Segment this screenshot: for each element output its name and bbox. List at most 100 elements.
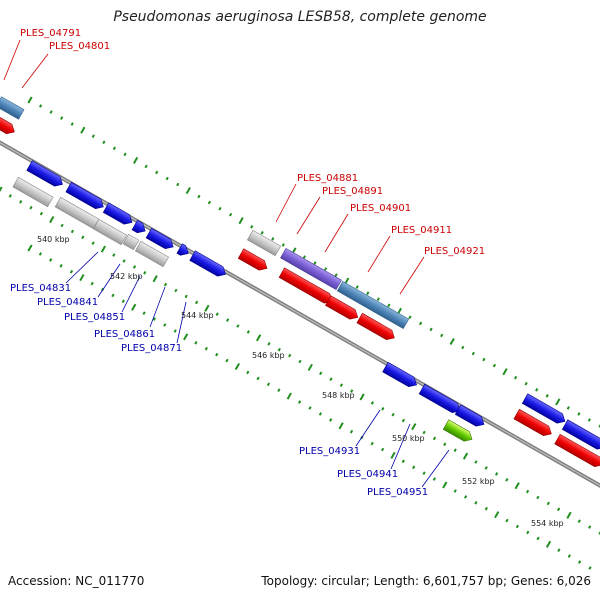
minor-tick — [429, 327, 433, 332]
gene-label[interactable]: PLES_04861 — [94, 329, 155, 340]
minor-tick — [163, 282, 168, 287]
misc-feature[interactable] — [442, 419, 475, 444]
minor-tick — [366, 291, 370, 295]
minor-tick — [19, 200, 23, 204]
gene-label[interactable]: PLES_04891 — [322, 186, 383, 197]
kbp-label: 544 kbp — [181, 311, 214, 320]
rna-gene[interactable] — [336, 280, 410, 330]
forward-gene[interactable] — [513, 408, 554, 438]
minor-tick — [29, 205, 33, 210]
reverse-gene[interactable] — [561, 419, 600, 452]
rna-gene[interactable] — [0, 96, 25, 120]
minor-tick — [225, 358, 229, 363]
gene-label[interactable]: PLES_04831 — [10, 283, 71, 294]
minor-tick — [525, 489, 530, 494]
minor-tick — [123, 152, 127, 157]
minor-tick — [318, 412, 323, 416]
kbp-label: 548 kbp — [322, 391, 355, 400]
minor-tick — [588, 525, 592, 529]
leader-line — [149, 286, 166, 328]
major-tick — [131, 303, 137, 311]
leader-line — [367, 235, 391, 273]
pseudo-gene[interactable] — [92, 218, 128, 246]
minor-tick — [474, 460, 478, 464]
minor-tick — [271, 237, 275, 241]
forward-gene[interactable] — [356, 312, 397, 342]
leader-line — [399, 256, 425, 295]
gene-label[interactable]: PLES_04951 — [367, 487, 428, 498]
gene-label[interactable]: PLES_04791 — [20, 28, 81, 39]
minor-tick — [339, 383, 344, 387]
page-title: Pseudomonas aeruginosa LESB58, complete … — [113, 9, 487, 25]
forward-gene[interactable] — [325, 295, 361, 322]
minor-tick — [536, 536, 540, 541]
gene-label[interactable]: PLES_04901 — [350, 203, 411, 214]
reverse-gene[interactable] — [131, 219, 148, 236]
gene-labels-bottom: PLES_04831 PLES_04841 PLES_04851 PLES_04… — [10, 283, 428, 498]
reverse-gene[interactable] — [418, 383, 463, 415]
minor-tick — [204, 346, 208, 351]
reverse-gene[interactable] — [176, 243, 191, 259]
leader-line — [97, 263, 121, 298]
gene-label[interactable]: PLES_04801 — [49, 41, 110, 52]
minor-tick — [298, 359, 302, 364]
gene-label[interactable]: PLES_04851 — [64, 312, 125, 323]
forward-gene[interactable] — [554, 433, 600, 469]
misc-feature[interactable] — [280, 247, 342, 291]
minor-tick — [546, 501, 550, 506]
reverse-gene[interactable] — [454, 404, 487, 429]
minor-tick — [288, 353, 292, 358]
major-tick — [286, 392, 292, 400]
pseudo-gene[interactable] — [12, 176, 54, 208]
major-tick — [390, 451, 396, 459]
gene-label[interactable]: PLES_04881 — [297, 173, 358, 184]
gene-labels-top: PLES_04791 PLES_04801 PLES_04881 PLES_04… — [20, 28, 485, 257]
major-tick — [238, 217, 244, 225]
minor-tick — [422, 471, 426, 475]
minor-tick — [122, 259, 126, 263]
reverse-gene[interactable] — [521, 393, 567, 426]
reverse-gene[interactable] — [145, 227, 176, 251]
minor-tick — [281, 243, 285, 247]
minor-tick — [69, 269, 74, 274]
major-tick — [307, 363, 313, 371]
gene-label[interactable]: PLES_04871 — [121, 343, 182, 354]
minor-tick — [207, 200, 212, 205]
minor-tick — [515, 524, 520, 529]
minor-tick — [557, 548, 561, 552]
major-tick — [80, 126, 86, 134]
reverse-gene[interactable] — [65, 181, 106, 211]
minor-tick — [524, 381, 528, 386]
minor-tick — [418, 321, 423, 326]
minor-tick — [432, 477, 437, 481]
major-tick — [494, 511, 500, 519]
forward-gene[interactable] — [237, 248, 270, 273]
gene-label[interactable]: PLES_04911 — [391, 225, 452, 236]
minor-tick — [163, 323, 167, 327]
minor-tick — [370, 401, 375, 405]
minor-tick — [376, 297, 380, 301]
reverse-gene[interactable] — [189, 250, 228, 279]
gene-label[interactable]: PLES_04931 — [299, 446, 360, 457]
major-tick — [555, 398, 561, 406]
pseudo-gene[interactable] — [246, 229, 282, 257]
gene-label[interactable]: PLES_04941 — [337, 469, 398, 480]
gene-label[interactable]: PLES_04841 — [37, 297, 98, 308]
minor-tick — [49, 110, 53, 114]
pseudo-gene[interactable] — [134, 240, 170, 268]
major-tick — [79, 274, 85, 282]
major-tick — [49, 216, 55, 224]
minor-tick — [440, 333, 444, 338]
gene-label[interactable]: PLES_04921 — [424, 246, 485, 257]
pseudo-gene[interactable] — [122, 233, 140, 251]
major-tick — [204, 304, 210, 312]
reverse-gene[interactable] — [26, 160, 65, 189]
major-tick — [100, 245, 107, 253]
forward-gene[interactable] — [0, 114, 17, 136]
reverse-gene[interactable] — [102, 202, 135, 227]
minor-tick — [236, 324, 240, 328]
reverse-gene[interactable] — [382, 361, 420, 389]
tick-marks — [0, 96, 600, 570]
